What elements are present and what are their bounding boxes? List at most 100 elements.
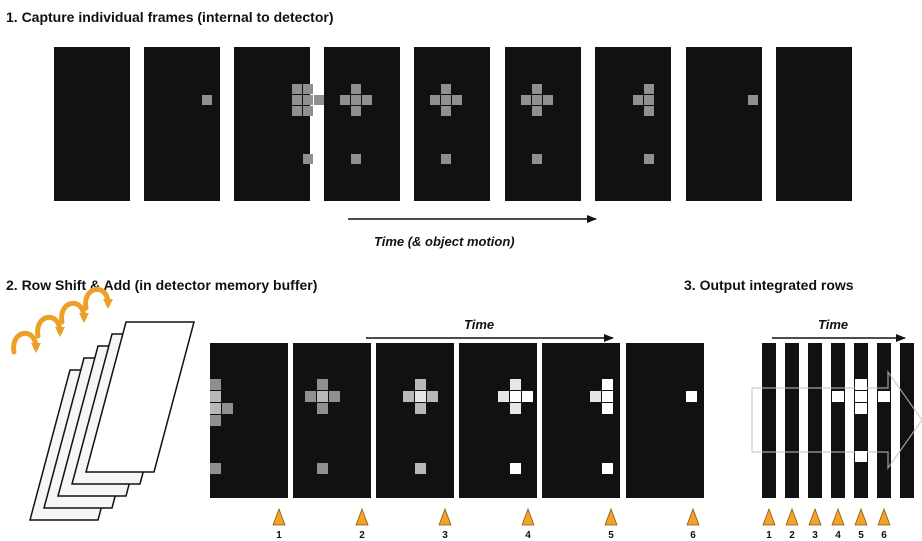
marker-number: 5 [858,530,864,541]
buffer-frame [376,343,454,498]
marker-number: 4 [525,530,531,541]
frame-background [542,343,620,498]
frame-pixel [351,95,361,105]
frame-pixel [644,95,654,105]
marker-number: 3 [442,530,448,541]
section3-markers: 1 2 3 4 5 6 [762,507,891,541]
frame-pixel [415,379,426,390]
readout-marker: 1 [272,507,286,541]
frame-pixel [303,84,313,94]
frame-pixel [403,391,414,402]
section1-time-label: Time (& object motion) [374,234,515,249]
marker-triangle [808,507,822,526]
frame-pixel [522,391,533,402]
section2-title: 2. Row Shift & Add (in detector memory b… [6,277,317,293]
marker-triangle [521,507,535,526]
section1-title: 1. Capture individual frames (internal t… [6,9,334,25]
marker-triangle [686,507,700,526]
capture-frame [234,47,324,201]
frame-pixel [510,391,521,402]
frame-pixel [532,106,542,116]
frame-background [776,47,852,201]
frame-pixel [292,106,302,116]
frame-pixel [351,106,361,116]
output-pixel [855,451,867,462]
frame-pixel [351,154,361,164]
frame-pixel [441,106,451,116]
frame-pixel [427,391,438,402]
readout-marker: 3 [438,507,452,541]
readout-marker: 6 [877,507,891,541]
section2-markers: 1 2 3 4 5 6 [272,507,700,541]
marker-number: 1 [276,530,282,541]
readout-marker: 3 [808,507,822,541]
frame-pixel [644,106,654,116]
frame-background [376,343,454,498]
marker-triangle [831,507,845,526]
buffer-frame [542,343,620,498]
frame-pixel [510,463,521,474]
frame-pixel [602,463,613,474]
readout-marker: 5 [604,507,618,541]
capture-frame [776,47,852,201]
stacked-memory-sheets-icon [29,321,195,521]
readout-marker: 2 [355,507,369,541]
marker-number: 6 [690,530,696,541]
frame-pixel [314,95,324,105]
readout-marker: 6 [686,507,700,541]
frame-background [414,47,490,201]
frame-pixel [210,379,221,390]
section2-time-label: Time [464,317,494,332]
output-row-strip [762,343,776,498]
frame-background [626,343,704,498]
marker-number: 6 [881,530,887,541]
readout-marker: 4 [521,507,535,541]
frame-background [505,47,581,201]
frame-pixel [602,403,613,414]
marker-number: 3 [812,530,818,541]
marker-triangle [854,507,868,526]
frame-background [234,47,310,201]
buffer-frame [626,343,704,498]
output-pixel [878,391,890,402]
frame-pixel [362,95,372,105]
output-row-strip [831,343,845,498]
frame-pixel [590,391,601,402]
marker-triangle [604,507,618,526]
frame-pixel [329,391,340,402]
frame-pixel [210,403,221,414]
frame-pixel [415,463,426,474]
frame-pixel [510,403,521,414]
output-pixel [832,391,844,402]
frame-pixel [602,391,613,402]
frame-pixel [543,95,553,105]
marker-number: 1 [766,530,772,541]
output-row-strip [854,343,868,498]
frame-pixel [441,95,451,105]
readout-marker: 5 [854,507,868,541]
frame-background [144,47,220,201]
frame-background [595,47,671,201]
capture-frame [686,47,762,201]
frame-pixel [340,95,350,105]
readout-marker: 4 [831,507,845,541]
frame-pixel [602,379,613,390]
capture-frame [414,47,490,201]
frame-pixel [292,95,302,105]
frame-background [210,343,288,498]
section3-title: 3. Output integrated rows [684,277,854,293]
frame-pixel [510,379,521,390]
curl-arrow [11,330,41,355]
output-pixel [855,403,867,414]
marker-triangle [272,507,286,526]
readout-marker: 2 [785,507,799,541]
marker-number: 2 [359,530,365,541]
capture-frame [54,47,130,201]
curl-arrow [83,286,113,311]
marker-triangle [762,507,776,526]
capture-frame [144,47,220,201]
capture-frame [324,47,400,201]
section2-frames [210,343,704,498]
frame-background [324,47,400,201]
output-pixel [855,391,867,402]
